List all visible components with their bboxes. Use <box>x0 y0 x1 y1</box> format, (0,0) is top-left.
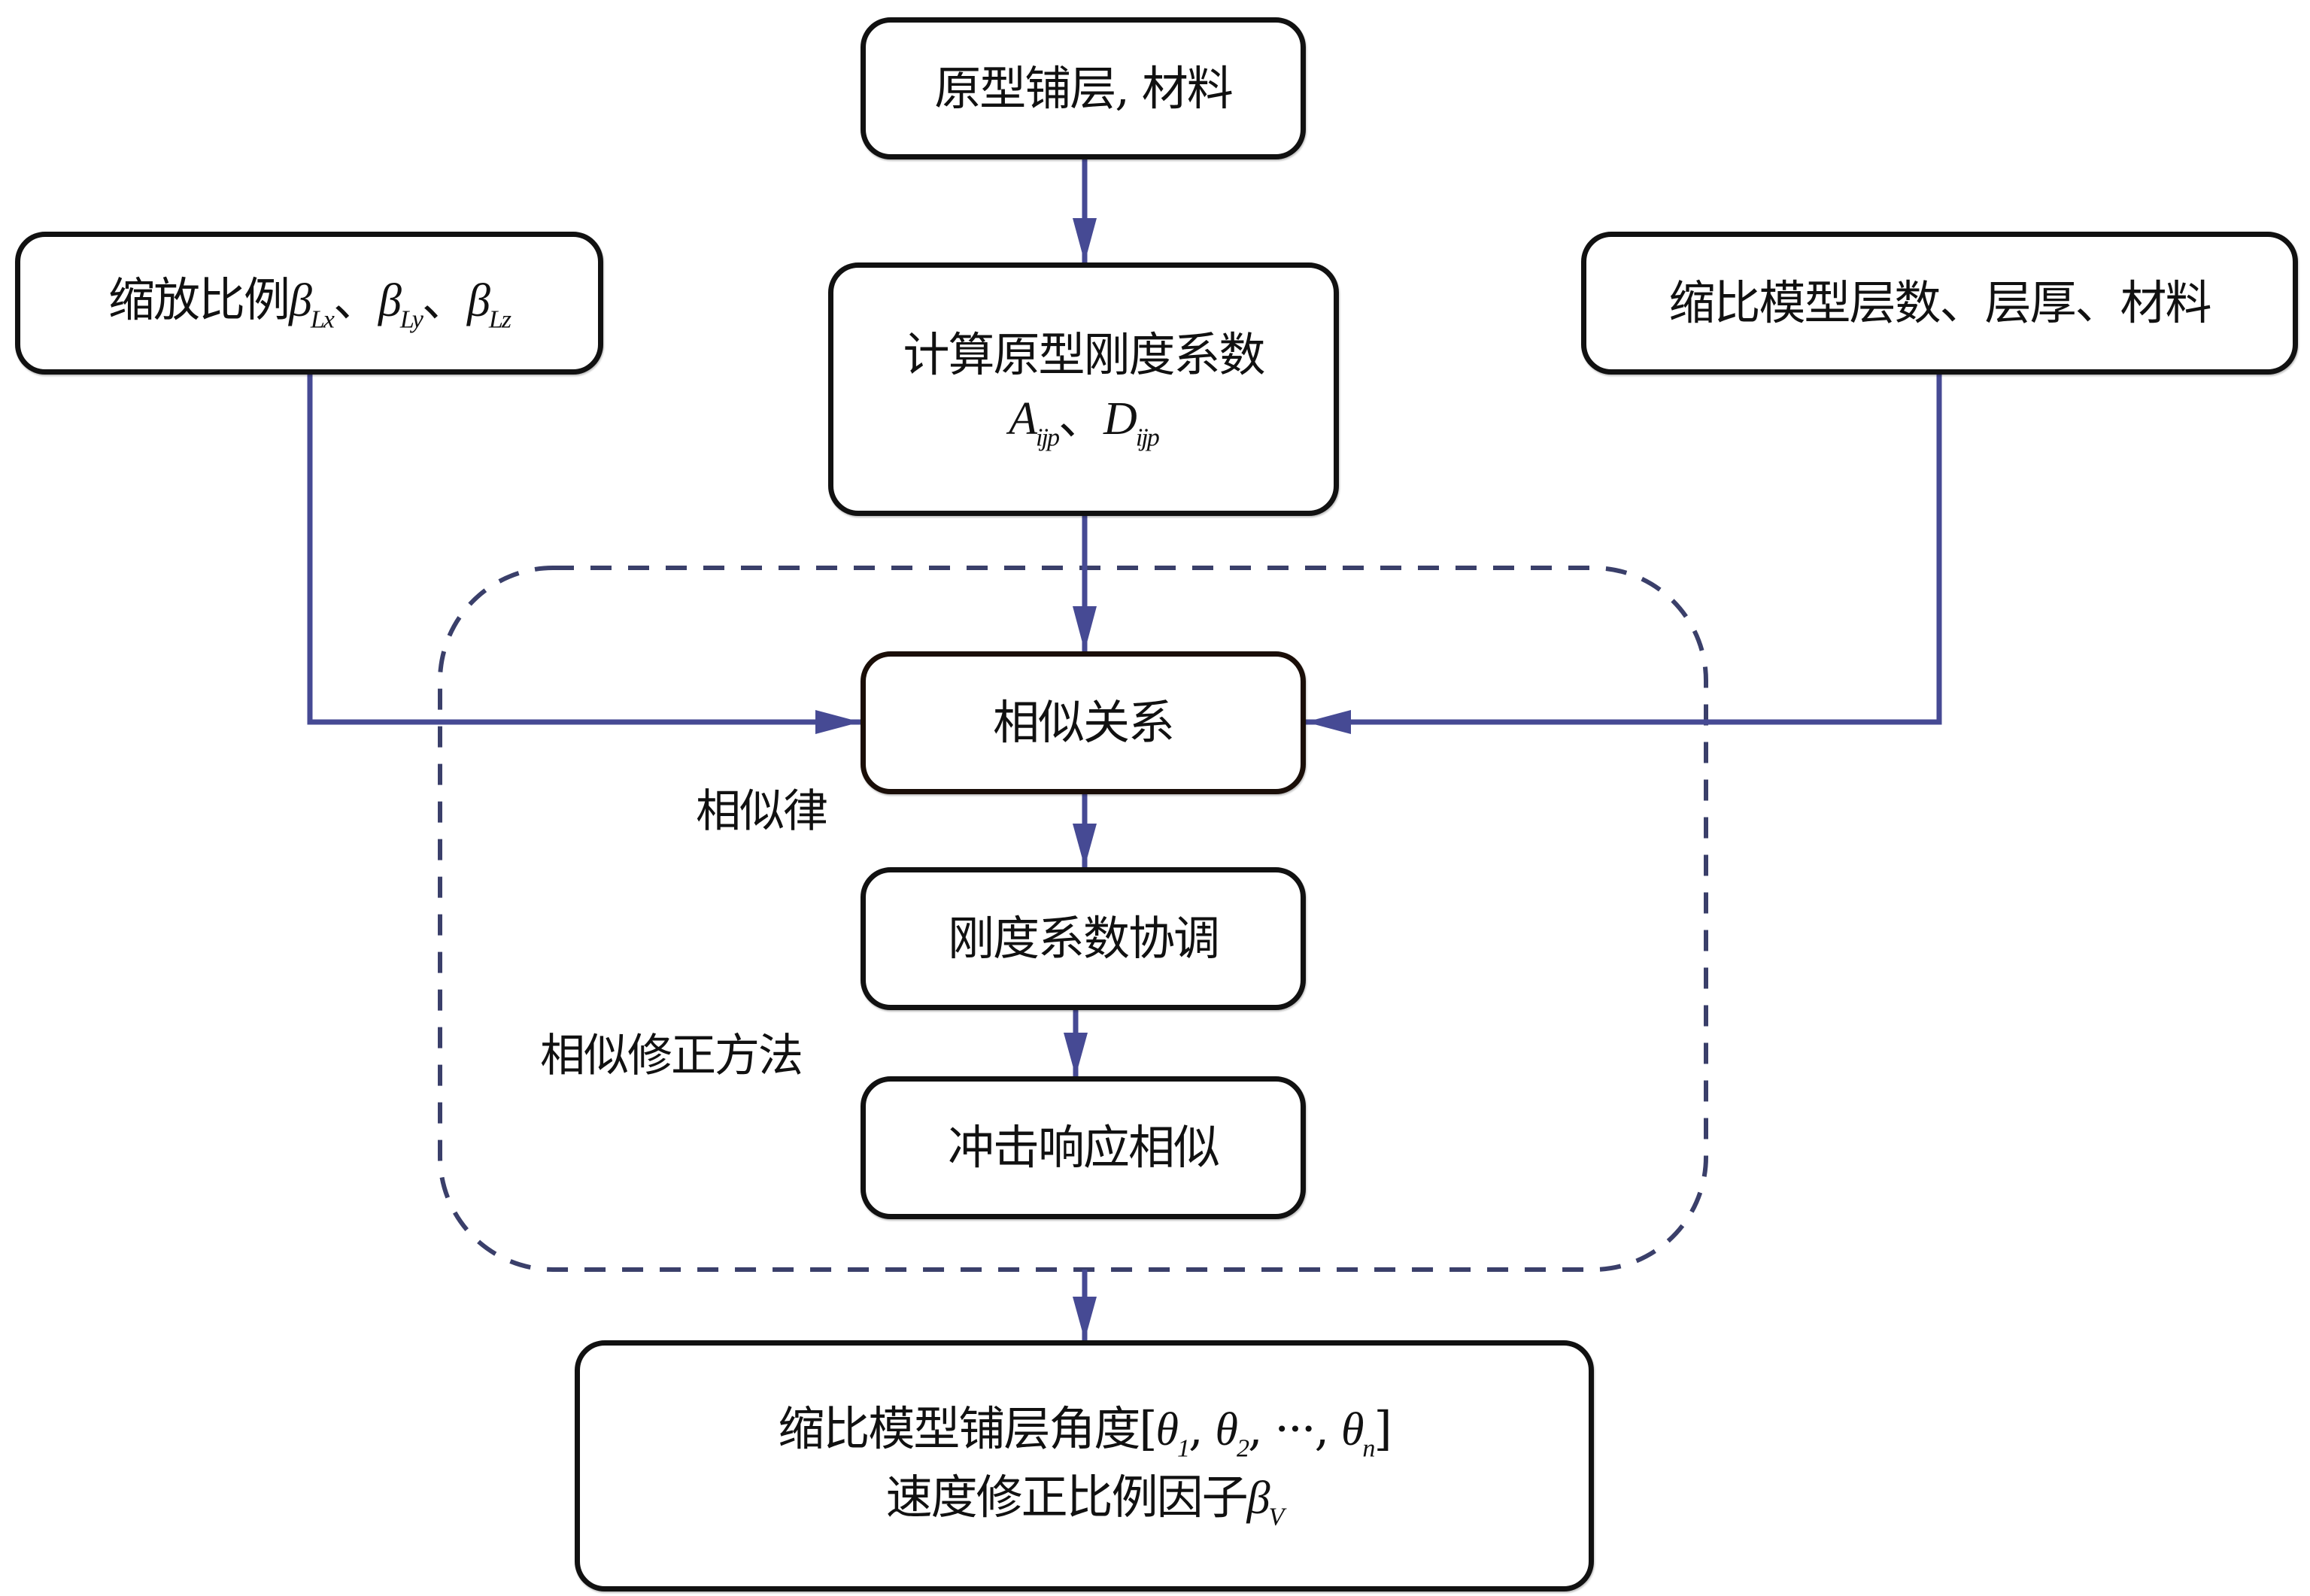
separator: 、 <box>1058 390 1105 445</box>
subscript: 1 <box>1177 1434 1190 1462</box>
node-prototype-layup: 原型铺层, 材料 <box>861 17 1306 159</box>
node-result: 缩比模型铺层角度[θ1, θ2, ···, θn] 速度修正比例因子βV <box>575 1340 1594 1591</box>
node-text: 相似关系 <box>992 695 1175 751</box>
subscript: ijp <box>1036 423 1060 451</box>
node-scaled-model-params: 缩比模型层数、层厚、材料 <box>1581 232 2298 375</box>
node-text: 刚度系数协调 <box>947 911 1220 966</box>
node-scale-ratio: 缩放比例βLx、βLy、βLz <box>15 232 603 375</box>
arrowhead-icon <box>815 710 861 734</box>
node-text: 缩放比例βLx、βLy、βLz <box>108 269 511 337</box>
beta-symbol: β <box>288 275 312 327</box>
node-stiffness-coordination: 刚度系数协调 <box>861 867 1306 1010</box>
theta-symbol: θ <box>1155 1403 1179 1455</box>
beta-symbol: β <box>466 275 490 327</box>
result-label: 速度修正比例因子 <box>885 1470 1249 1525</box>
separator: , <box>1188 1400 1216 1456</box>
arrow-scale-to-relation <box>307 375 861 725</box>
label-similarity-correction-method: 相似修正方法 <box>540 1030 803 1082</box>
bracket: ] <box>1374 1400 1392 1456</box>
arrowhead-icon <box>1306 710 1351 734</box>
node-impact-response-similarity: 冲击响应相似 <box>861 1076 1306 1219</box>
node-text: 缩比模型层数、层厚、材料 <box>1668 275 2211 331</box>
arrowhead-icon <box>1073 218 1097 262</box>
node-text: 原型铺层, 材料 <box>934 60 1233 116</box>
separator: , <box>1247 1400 1275 1456</box>
label-similarity-law: 相似律 <box>696 785 828 838</box>
node-text: 计算原型刚度系数 <box>903 326 1265 382</box>
ellipsis: ··· <box>1274 1400 1316 1456</box>
result-line-2: 速度修正比例因子βV <box>885 1466 1285 1534</box>
subscript: Lz <box>488 305 511 334</box>
node-similarity-relation: 相似关系 <box>861 651 1306 794</box>
scale-ratio-label: 缩放比例 <box>108 272 290 328</box>
arrowhead-icon <box>1073 824 1097 867</box>
subscript: Ly <box>399 305 423 334</box>
theta-symbol: θ <box>1340 1403 1364 1455</box>
theta-symbol: θ <box>1215 1403 1238 1455</box>
result-line-1: 缩比模型铺层角度[θ1, θ2, ···, θn] <box>778 1397 1392 1466</box>
result-label: 缩比模型铺层角度[ <box>778 1400 1157 1456</box>
similarity-correction-group-outline <box>438 566 1708 1272</box>
node-text: 冲击响应相似 <box>947 1120 1220 1176</box>
beta-symbol: β <box>1246 1473 1270 1524</box>
node-compute-stiffness: 计算原型刚度系数 Aijp、Dijp <box>828 262 1339 516</box>
subscript: n <box>1362 1434 1375 1462</box>
symbol-d: D <box>1103 393 1137 445</box>
arrowhead-icon <box>1064 1033 1088 1076</box>
subscript: V <box>1268 1503 1285 1531</box>
symbol-a: A <box>1009 393 1037 445</box>
separator: , <box>1314 1400 1341 1456</box>
arrowhead-icon <box>1073 1297 1097 1340</box>
subscript: 2 <box>1236 1434 1249 1462</box>
subscript: ijp <box>1135 423 1160 451</box>
separator: 、 <box>332 272 380 328</box>
separator: 、 <box>421 272 469 328</box>
arrow-params-to-relation <box>1306 375 1942 725</box>
arrowhead-icon <box>1073 606 1097 651</box>
subscript: Lx <box>310 305 335 334</box>
beta-symbol: β <box>378 275 402 327</box>
stiffness-symbols: Aijp、Dijp <box>1009 387 1160 455</box>
